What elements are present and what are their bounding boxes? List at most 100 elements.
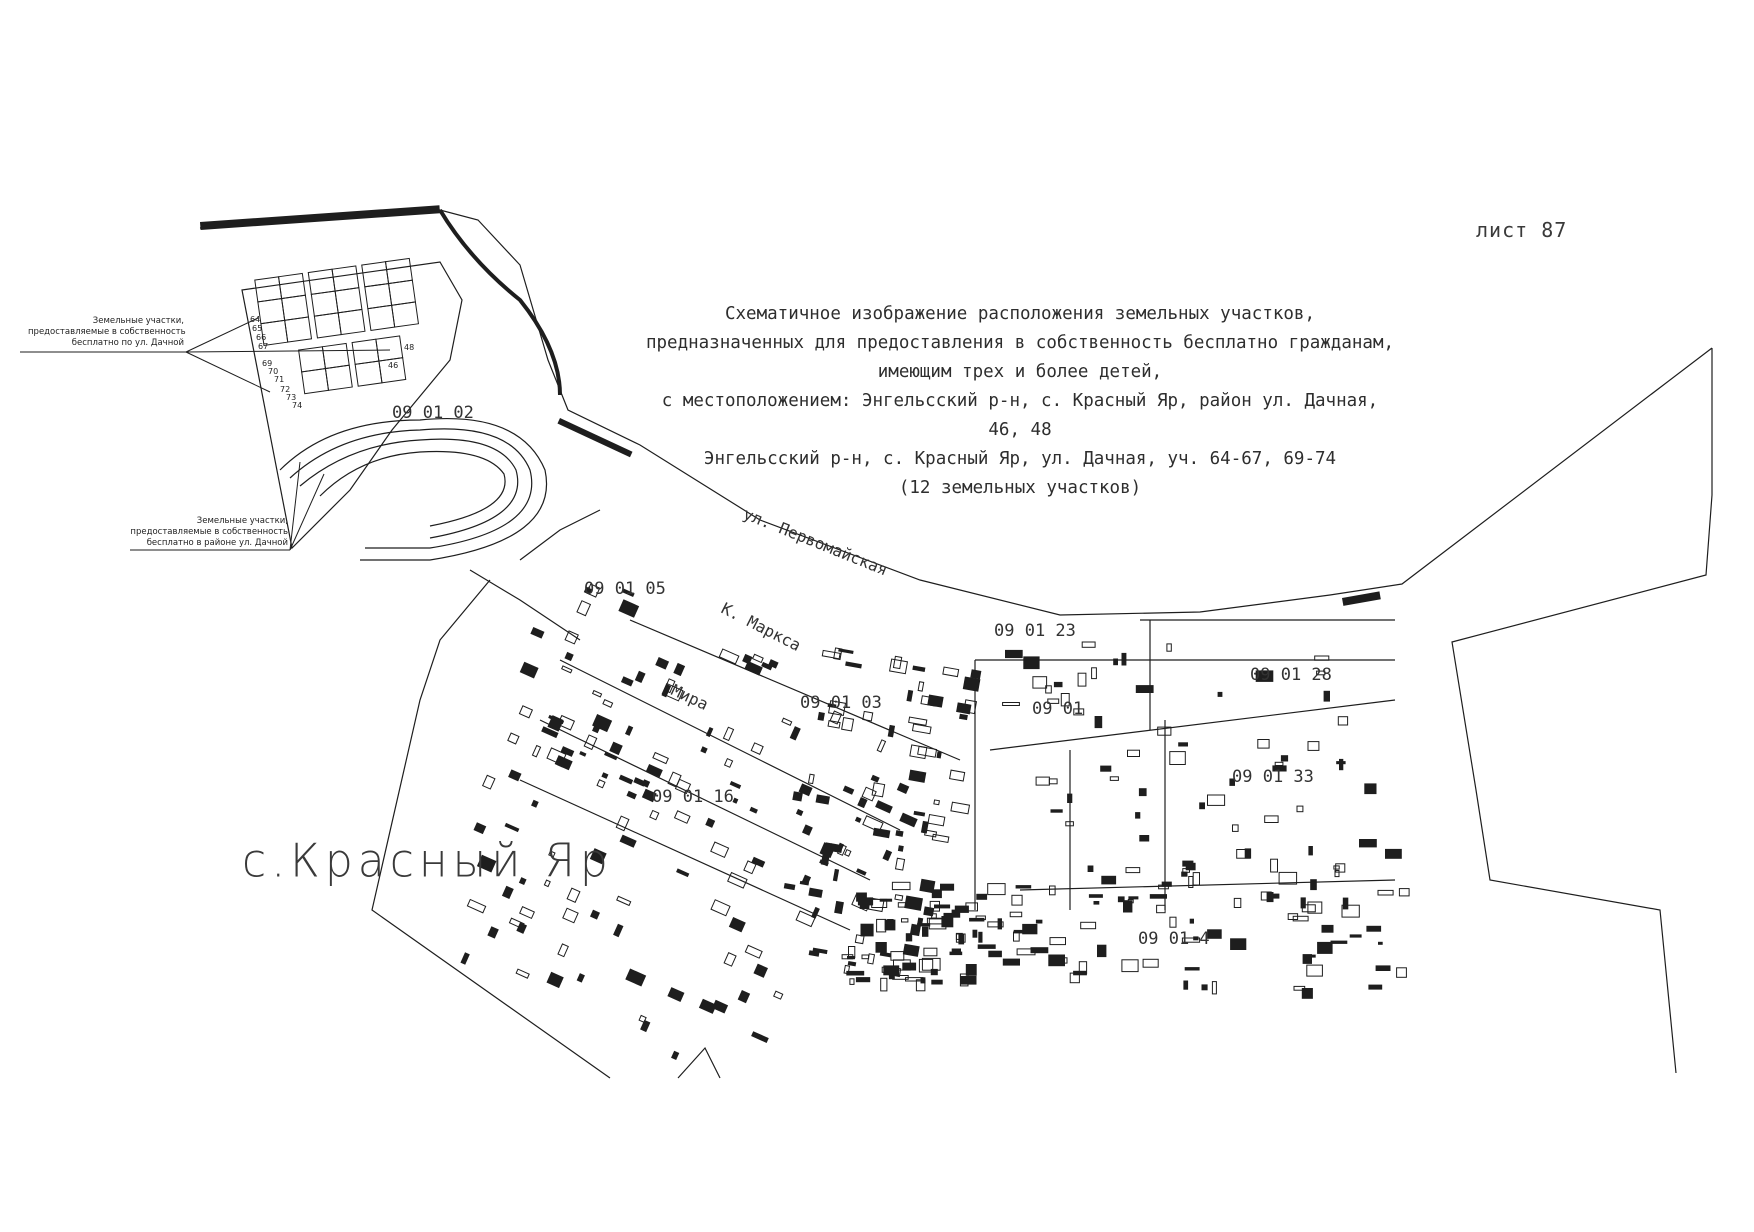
quarter-label: 09 01 05	[584, 579, 666, 599]
building	[841, 717, 855, 732]
building	[1097, 944, 1107, 958]
building	[1142, 958, 1159, 968]
building	[997, 918, 1002, 930]
building	[1045, 685, 1052, 694]
building	[963, 699, 978, 715]
building	[1169, 751, 1186, 765]
callout-line: предоставляемые в собственность	[130, 527, 288, 537]
building	[942, 666, 960, 678]
building	[1060, 957, 1068, 964]
parcel-cell	[313, 312, 342, 339]
building	[1050, 809, 1063, 813]
building	[812, 947, 828, 955]
parcel-cell	[324, 364, 353, 391]
building	[596, 779, 606, 789]
building	[638, 1014, 647, 1023]
building	[487, 926, 499, 939]
building	[579, 750, 587, 757]
building	[1323, 690, 1330, 702]
quarter-label: 09 01 23	[994, 621, 1076, 641]
building	[1341, 904, 1360, 918]
building	[920, 977, 926, 984]
village-name: с.Красный Яр	[242, 834, 613, 889]
callout-line: бесплатно в районе ул. Дачной	[146, 538, 288, 548]
building	[543, 879, 551, 888]
title-line: с местоположением: Энгельсский р-н, с. К…	[661, 391, 1379, 411]
building	[1201, 984, 1208, 991]
building	[508, 917, 525, 930]
building	[808, 887, 823, 898]
building	[1067, 793, 1073, 803]
building	[828, 700, 847, 716]
building	[1189, 918, 1194, 924]
building	[917, 745, 938, 758]
lot-number: 74	[292, 401, 302, 410]
building	[1183, 980, 1189, 990]
building	[583, 734, 598, 751]
building	[566, 887, 581, 903]
building	[1166, 643, 1172, 652]
building	[978, 931, 983, 943]
building	[848, 946, 856, 959]
building	[892, 655, 903, 670]
building	[1269, 893, 1280, 899]
parcel-cell	[334, 287, 363, 314]
building	[1233, 897, 1242, 909]
building	[1016, 948, 1036, 956]
building	[1087, 865, 1094, 872]
building	[888, 971, 895, 980]
building	[1035, 919, 1043, 924]
building	[959, 713, 968, 721]
building	[481, 774, 496, 790]
building	[1002, 958, 1020, 966]
building	[842, 785, 855, 795]
building	[912, 665, 926, 672]
building	[849, 978, 855, 985]
building	[1005, 649, 1023, 659]
building	[909, 923, 921, 937]
building	[927, 694, 944, 708]
building	[476, 854, 497, 873]
parcel-cell	[361, 261, 390, 288]
building	[1378, 941, 1383, 945]
building	[562, 907, 579, 924]
street-label: Мира	[668, 680, 711, 714]
quarter-label: 09 01 28	[1250, 665, 1332, 685]
building	[634, 670, 646, 684]
title-line: 46, 48	[988, 420, 1052, 440]
building	[832, 868, 840, 882]
building	[923, 947, 938, 957]
lot-numbers: 646566676970717273744648	[250, 315, 414, 410]
building	[928, 918, 947, 930]
building	[829, 843, 843, 854]
lot-number: 46	[388, 361, 398, 370]
building	[1128, 896, 1139, 900]
building	[1060, 693, 1070, 707]
building	[753, 963, 768, 978]
street-label: К. Маркса	[718, 599, 804, 655]
building	[1230, 938, 1247, 950]
building	[977, 944, 996, 949]
building	[854, 934, 865, 945]
building	[576, 600, 592, 617]
building	[889, 658, 909, 675]
building	[1339, 758, 1344, 771]
building	[879, 898, 893, 902]
building	[844, 848, 852, 857]
building	[894, 894, 904, 901]
building	[751, 653, 764, 664]
building	[884, 919, 896, 931]
building	[1032, 676, 1048, 689]
building	[1101, 875, 1117, 885]
building	[781, 717, 793, 726]
parcel-cell	[375, 335, 404, 362]
building	[1094, 716, 1103, 729]
building	[625, 725, 634, 736]
boundary-lines	[199, 208, 1713, 1079]
building	[749, 806, 758, 814]
map-title: Схематичное изображение расположения зем…	[600, 300, 1440, 503]
building	[1337, 716, 1349, 726]
building	[951, 948, 961, 953]
building	[876, 918, 887, 933]
building	[700, 746, 708, 754]
